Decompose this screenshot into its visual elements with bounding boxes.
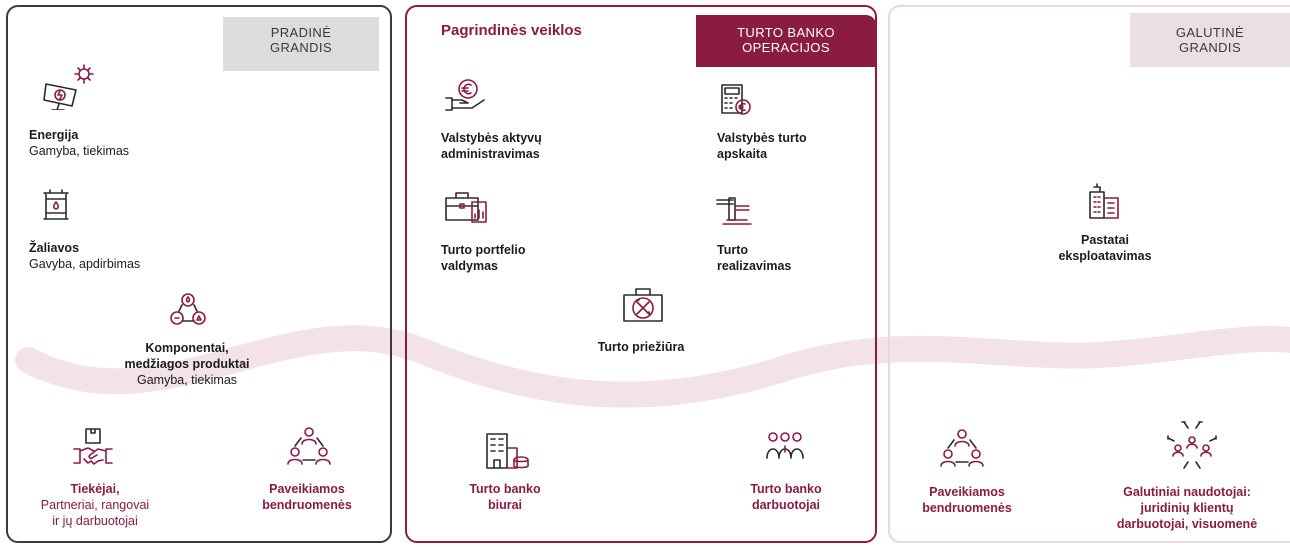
community-icon [940,428,984,468]
oil-barrel-icon [41,189,71,221]
state-assets-admin-item: Valstybės aktyvų administravimas [441,131,542,161]
gavel-icon [715,194,755,228]
toolbox-icon [622,285,664,323]
euro-hand-icon [444,78,488,112]
energy-item: Energija Gamyba, tiekimas [29,128,130,158]
initial-chain-panel [6,5,392,543]
briefcase-chart-icon [444,190,490,226]
network-users-icon [1164,418,1220,472]
buildings-icon [1086,182,1124,220]
core-activities-heading: Pagrindinės veiklos [441,22,582,39]
communities-stakeholder-2: Paveikiamos bendruomenės [922,485,1012,515]
bank-offices-stakeholder: Turto banko biurai [469,482,541,512]
calculator-icon [720,83,752,117]
bank-employees-stakeholder: Turto banko darbuotojai [750,482,822,512]
components-item: Komponentai, medžiagos produktai Gamyba,… [124,341,250,387]
handshake-icon [72,427,114,467]
state-asset-accounting-item: Valstybės turto apskaita [717,131,807,161]
portfolio-management-item: Turto portfelio valdymas [441,243,526,273]
solar-panel-icon [42,64,98,110]
communities-stakeholder-1: Paveikiamos bendruomenės [262,482,352,512]
asset-maintenance-item: Turto priežiūra [597,340,685,354]
raw-materials-item: Žaliavos Gavyba, apdirbimas [29,241,141,271]
office-building-icon [484,430,530,470]
community-icon [287,426,331,466]
suppliers-stakeholder: Tiekėjai, Partneriai, rangovai ir jų dar… [40,482,150,528]
cycle-resources-icon [169,291,207,327]
final-chain-panel [888,5,1290,543]
buildings-operation-item: Pastatai eksploatavimas [1058,233,1152,263]
asset-realization-item: Turto realizavimas [717,243,792,273]
core-activities-panel [405,5,877,543]
end-users-stakeholder: Galutiniai naudotojai: juridinių klientų… [1116,485,1258,531]
team-icon [765,430,805,460]
